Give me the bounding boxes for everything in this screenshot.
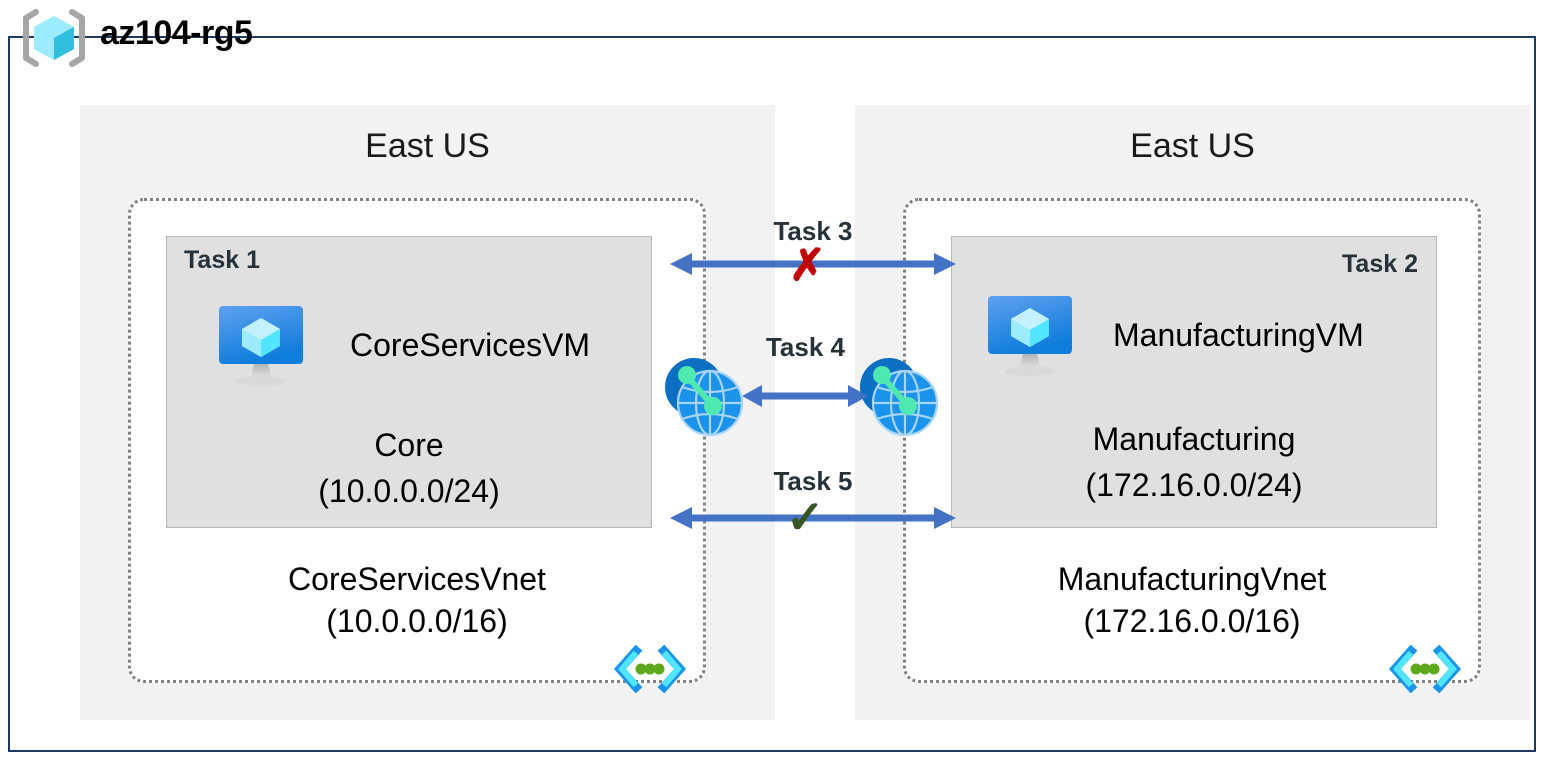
azure-resource-group-icon <box>18 8 90 68</box>
subnet-box-manufacturing <box>951 236 1437 528</box>
task-label-task4: Task 4 <box>765 332 845 362</box>
vm-coreservicesvm: CoreServicesVM <box>216 302 590 388</box>
task-tag-task1: Task 1 <box>184 246 260 274</box>
subnet-icon-coreservices <box>613 644 687 694</box>
connection-arrow-task4 <box>740 380 870 412</box>
vm-name-manufacturingvm: ManufacturingVM <box>1113 316 1364 353</box>
vnet-cidr-manufacturing: (172.16.0.0/16) <box>1083 603 1301 639</box>
frame-title-gap <box>30 64 350 86</box>
virtual-machine-icon <box>216 302 306 388</box>
region-label-left: East US <box>365 127 490 165</box>
task-label-task5: Task 5 <box>773 466 853 496</box>
connection-arrow-task3 <box>668 248 958 280</box>
connection-arrow-task5 <box>668 502 958 534</box>
subnet-icon-manufacturing <box>1388 644 1462 694</box>
resource-group-name: az104-rg5 <box>100 14 253 52</box>
subnet-name-core: Core <box>374 427 444 463</box>
resource-group-frame <box>8 36 1536 752</box>
vnet-cidr-coreservices: (10.0.0.0/16) <box>326 603 508 639</box>
region-label-right: East US <box>1130 127 1255 165</box>
virtual-network-icon-right <box>855 353 941 439</box>
subnet-cidr-manufacturing: (172.16.0.0/24) <box>1085 467 1303 503</box>
subnet-name-manufacturing: Manufacturing <box>1092 421 1296 457</box>
vm-manufacturingvm: ManufacturingVM <box>985 292 1364 378</box>
subnet-cidr-core: (10.0.0.0/24) <box>318 473 500 509</box>
virtual-machine-icon <box>985 292 1075 378</box>
vnet-name-manufacturing: ManufacturingVnet <box>1057 561 1327 597</box>
virtual-network-icon-left <box>660 353 746 439</box>
vnet-name-coreservices: CoreServicesVnet <box>288 561 546 597</box>
blocked-x-icon: ✗ <box>789 241 826 290</box>
task-tag-task2: Task 2 <box>1342 250 1418 278</box>
vm-name-coreservicesvm: CoreServicesVM <box>350 326 591 363</box>
task-label-task3: Task 3 <box>773 216 853 246</box>
allowed-check-icon: ✓ <box>786 491 825 543</box>
